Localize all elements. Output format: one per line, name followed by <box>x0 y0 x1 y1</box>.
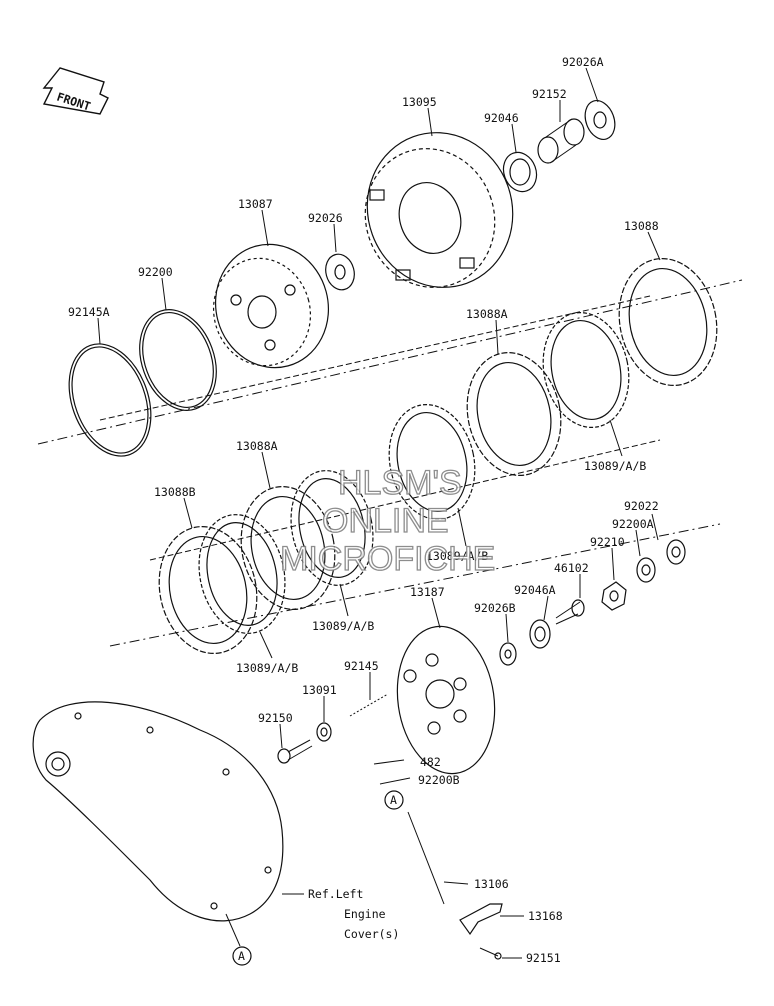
spring-92145 <box>349 693 389 717</box>
label-92210: 92210 <box>590 535 625 549</box>
left-engine-cover <box>32 701 284 922</box>
watermark-line2: ONLINE <box>322 502 449 540</box>
nut-92210 <box>601 581 627 611</box>
pressure-plate-13187 <box>396 625 496 775</box>
friction-plate-13088A-top <box>466 352 562 476</box>
callout-a-upper-label: A <box>390 793 397 807</box>
label-92145: 92145 <box>344 659 379 673</box>
label-92200A: 92200A <box>612 517 654 531</box>
steel-plate-13089-bottom <box>198 514 286 634</box>
label-13089-right: 13089/A/B <box>584 459 646 473</box>
label-13088A-mid: 13088A <box>236 439 278 453</box>
steel-plate-13089-lower <box>290 470 374 586</box>
label-92152: 92152 <box>532 87 567 101</box>
sleeve-92152 <box>537 118 585 164</box>
label-13088A-top: 13088A <box>466 307 508 321</box>
lever-13168 <box>459 903 503 936</box>
ref-note-line2: Engine <box>344 907 386 921</box>
steel-plate-13089-right <box>542 311 630 429</box>
label-92200B: 92200B <box>418 773 460 787</box>
label-13088B: 13088B <box>154 485 196 499</box>
washer-92026B <box>499 642 517 666</box>
label-13088: 13088 <box>624 219 659 233</box>
push-rod-13106 <box>407 811 445 905</box>
label-92046A: 92046A <box>514 583 556 597</box>
callout-a-upper: A <box>384 790 404 810</box>
label-92026B: 92026B <box>474 601 516 615</box>
bearing-92046A <box>529 619 551 649</box>
watermark-line1: HLSM'S <box>338 464 462 502</box>
label-13089-bottom: 13089/A/B <box>236 661 298 675</box>
ring-92200 <box>139 309 217 411</box>
label-13187: 13187 <box>410 585 445 599</box>
label-13091: 13091 <box>302 683 337 697</box>
bolt-92151 <box>479 947 502 960</box>
label-46102: 46102 <box>554 561 589 575</box>
clutch-housing-13095 <box>364 132 514 288</box>
watermark-line3: MICROFICHE <box>280 540 495 578</box>
bolt-92150 <box>277 739 313 764</box>
collar-13091 <box>316 722 332 742</box>
label-92046: 92046 <box>484 111 519 125</box>
steel-plate-13089-mid <box>388 403 476 521</box>
label-92026A: 92026A <box>562 55 604 69</box>
callout-a-lower-label: A <box>238 949 245 963</box>
label-13089-mid: 13089/A/B <box>426 549 488 563</box>
label-13168: 13168 <box>528 909 563 923</box>
label-92151: 92151 <box>526 951 561 965</box>
friction-plate-13088B <box>158 526 258 654</box>
washer-92022 <box>666 539 686 565</box>
label-13095: 13095 <box>402 95 437 109</box>
clutch-hub-13087 <box>212 243 330 369</box>
needle-bearing-92046 <box>502 151 538 193</box>
label-482: 482 <box>420 755 441 769</box>
washer-92026A <box>584 100 616 140</box>
washer-92026 <box>325 253 355 291</box>
friction-plate-13088 <box>618 258 718 386</box>
leader-lines <box>97 67 661 959</box>
ring-92145A <box>68 343 152 457</box>
bolt-46102 <box>555 599 585 625</box>
label-13087: 13087 <box>238 197 273 211</box>
assembly-axis-lines <box>37 279 743 647</box>
callout-a-lower: A <box>225 913 252 966</box>
label-92200: 92200 <box>138 265 173 279</box>
front-direction-arrow: FRONT <box>42 67 109 115</box>
label-92145A: 92145A <box>68 305 110 319</box>
friction-plate-13088A-mid <box>240 486 336 610</box>
watermark: HLSM'S ONLINE MICROFICHE <box>279 463 496 578</box>
ref-note-line1: Ref.Left <box>308 887 363 901</box>
label-92150: 92150 <box>258 711 293 725</box>
washer-92200A <box>636 557 656 583</box>
label-92026: 92026 <box>308 211 343 225</box>
label-92022: 92022 <box>624 499 659 513</box>
label-13106: 13106 <box>474 877 509 891</box>
label-13089-lower: 13089/A/B <box>312 619 374 633</box>
ref-note-line3: Cover(s) <box>344 927 399 941</box>
